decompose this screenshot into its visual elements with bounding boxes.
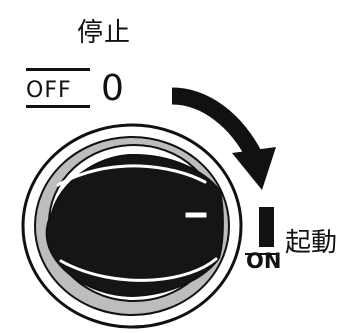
position-mark-icon bbox=[184, 211, 208, 219]
curved-arrow-icon bbox=[171, 87, 276, 190]
off-overline bbox=[26, 68, 90, 71]
on-marker-bar bbox=[259, 207, 274, 247]
on-overline bbox=[245, 253, 277, 255]
off-underline bbox=[26, 105, 90, 108]
zero-label: 0 bbox=[101, 68, 124, 109]
stop-label: 停止 bbox=[77, 18, 132, 48]
rotary-knob bbox=[21, 123, 243, 329]
on-label: ON bbox=[246, 249, 282, 273]
off-label: OFF bbox=[26, 78, 72, 103]
start-label: 起動 bbox=[285, 228, 338, 258]
